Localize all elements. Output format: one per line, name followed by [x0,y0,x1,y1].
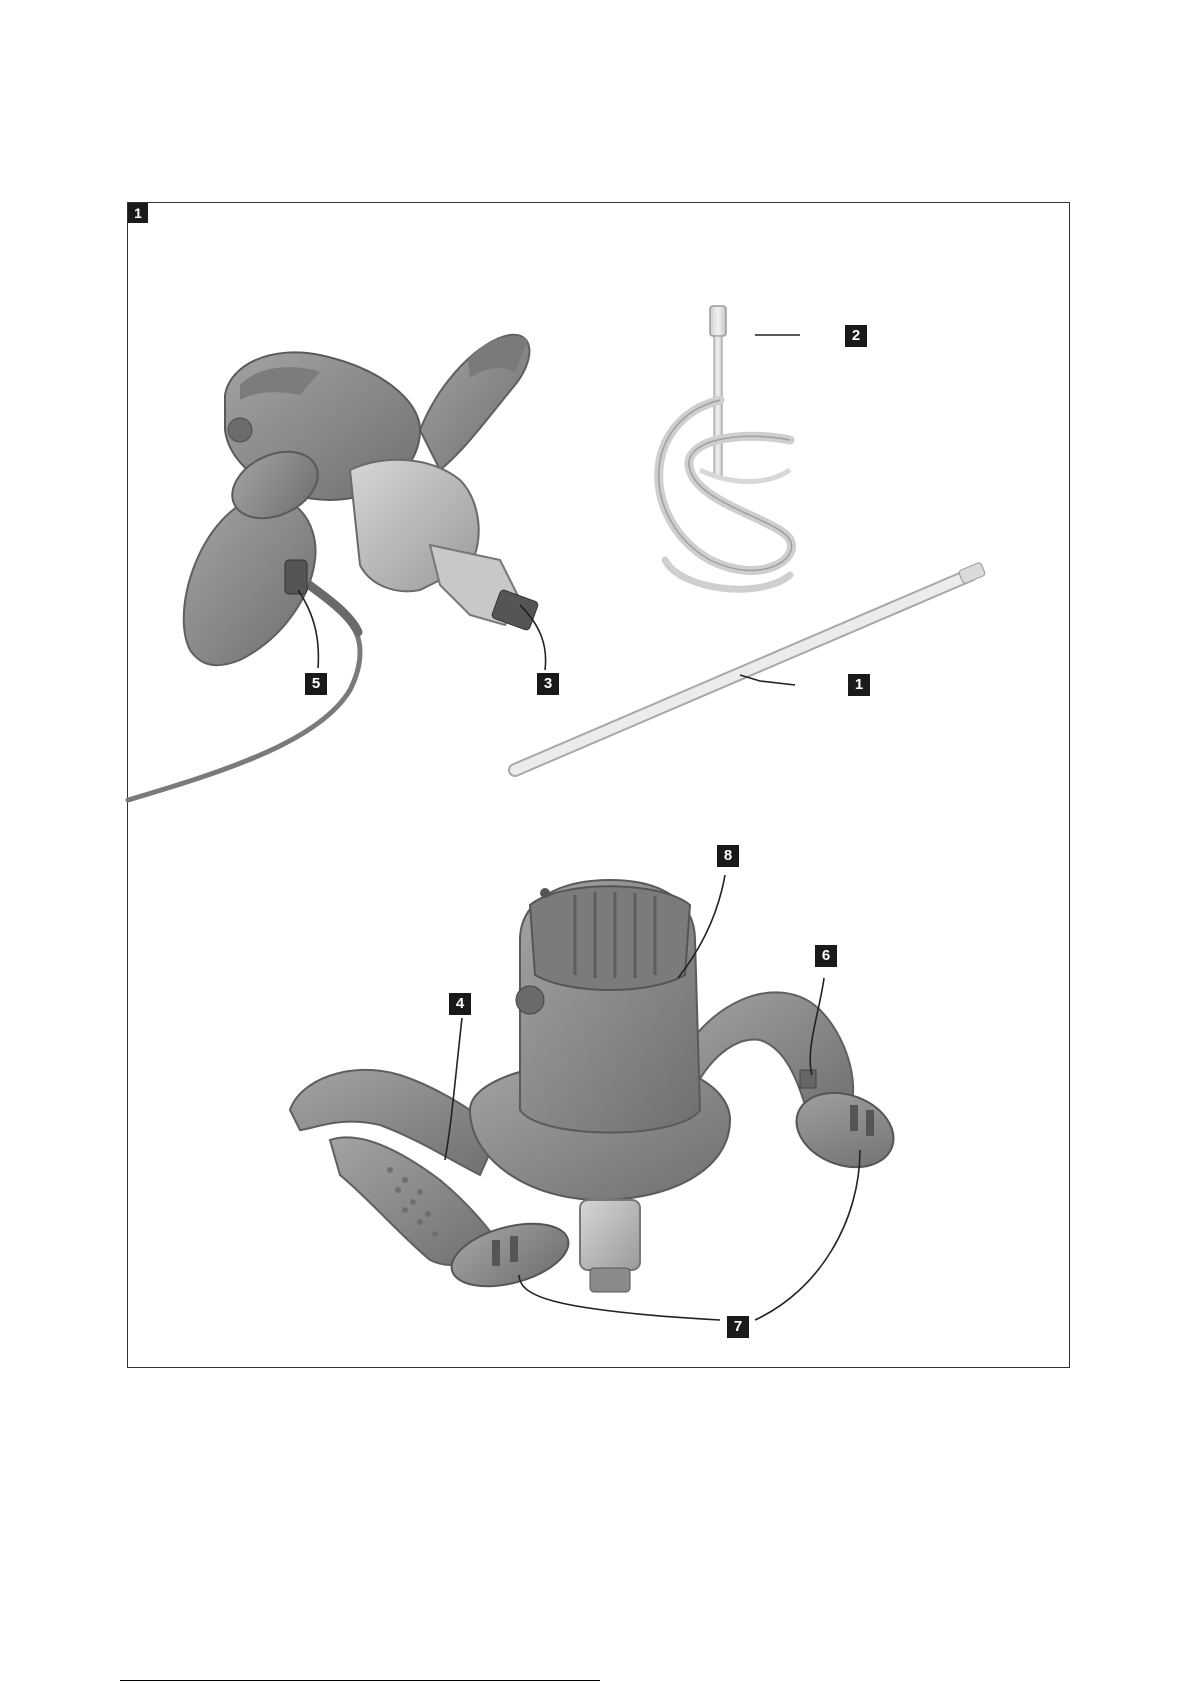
grip-rib-right-b [866,1110,874,1136]
on-off-switch-5 [285,560,307,594]
callout-3: 3 [537,673,559,695]
extension-rod [515,562,986,770]
callout-8: 8 [717,845,739,867]
callout-5: 5 [305,673,327,695]
speed-switch-6 [800,1070,816,1088]
spindle-collar [590,1268,630,1292]
rod-thread [958,562,986,584]
leader-7b [755,1150,860,1320]
housing-screw [540,888,550,898]
callout-6: 6 [815,945,837,967]
cord-guard [305,582,358,632]
vent-cover-8 [530,886,690,990]
mixer-top-view [290,880,904,1298]
mixer-bottom-view [128,335,539,800]
paddle-spiral-outer [659,400,792,570]
callout-4: 4 [449,993,471,1015]
grip-rib-left-b [510,1236,518,1262]
grip-rib-right-a [850,1105,858,1131]
side-knob [228,418,252,442]
spindle-housing [580,1200,640,1270]
paddle-hex-coupling [710,306,726,336]
callout-2: 2 [845,325,867,347]
housing-knob [516,986,544,1014]
callout-7: 7 [727,1316,749,1338]
rod-body [515,575,970,770]
stirrer-paddle [659,306,792,589]
grip-rib-left-a [492,1240,500,1266]
callout-1: 1 [848,674,870,696]
footer-rule [120,1680,600,1681]
